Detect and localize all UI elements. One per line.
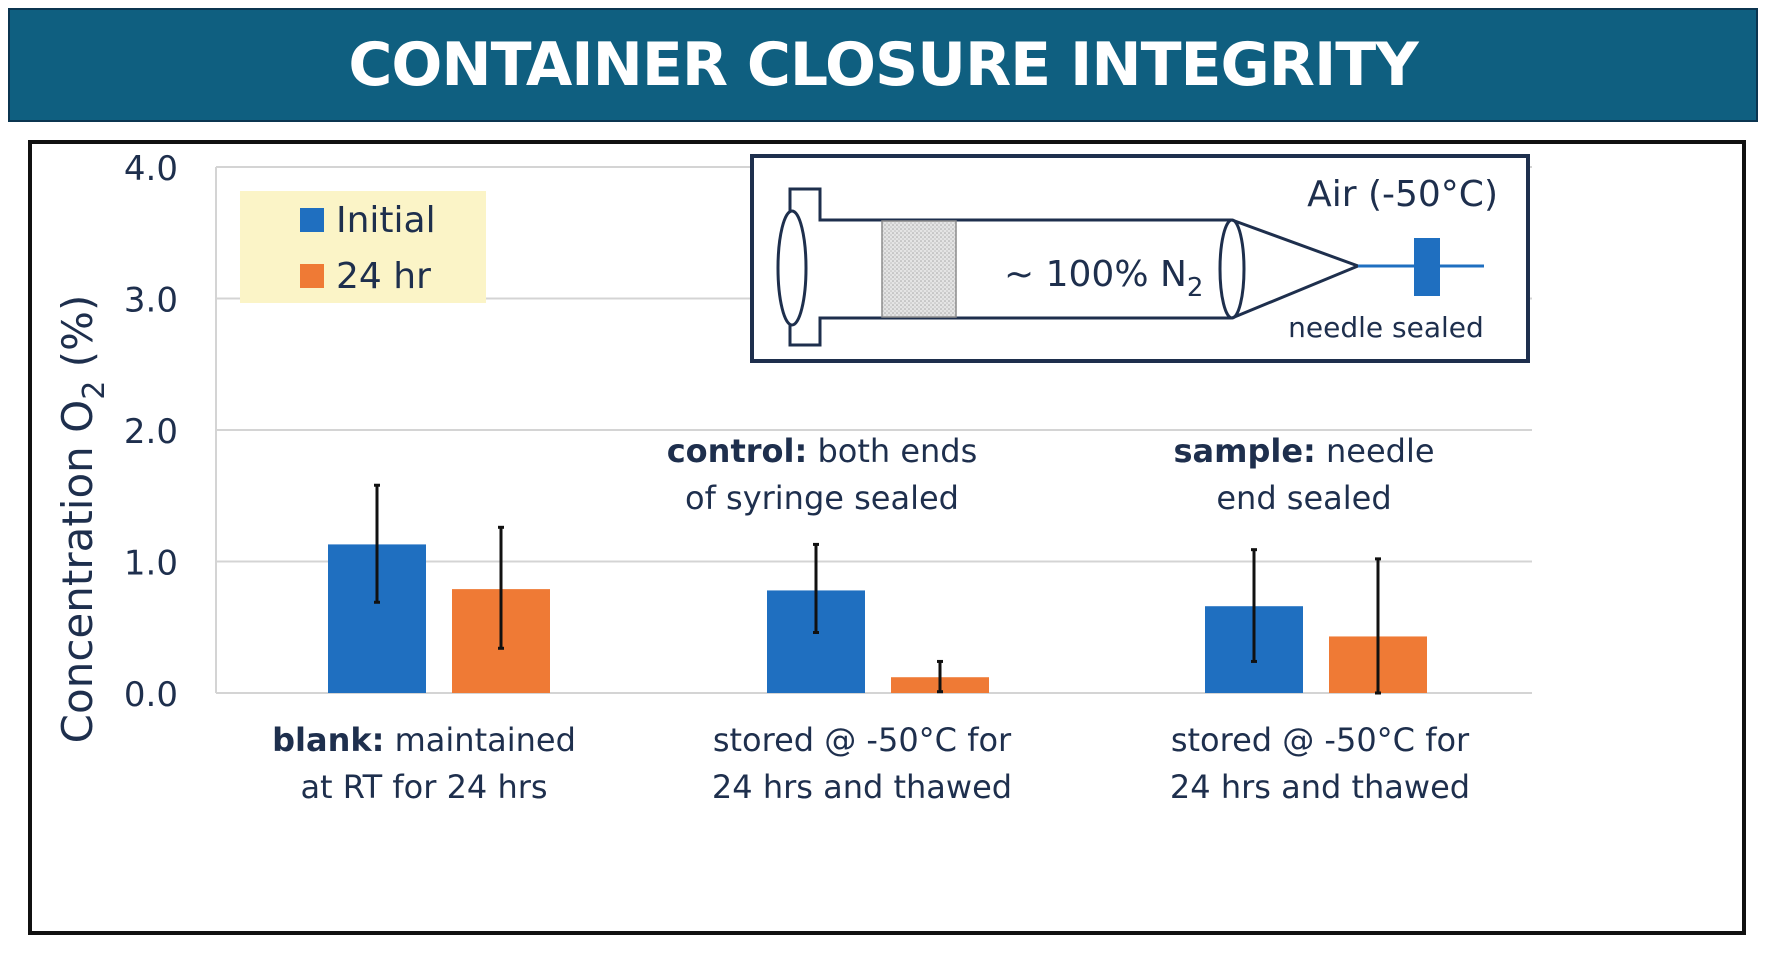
stopper bbox=[881, 220, 957, 318]
needle-seal bbox=[1414, 238, 1440, 296]
syringe-diagram: Air (-50°C) ~ 100% N2 needle sealed bbox=[750, 154, 1530, 363]
sample-annotation: sample: needle bbox=[1173, 432, 1434, 470]
control-annotation: of syringe sealed bbox=[685, 479, 959, 517]
legend-label: 24 hr bbox=[336, 256, 431, 297]
y-tick-label: 0.0 bbox=[124, 675, 178, 715]
y-tick-label: 1.0 bbox=[124, 544, 178, 584]
y-axis-label: Concentration O2 (%) bbox=[53, 295, 112, 744]
y-tick-label: 2.0 bbox=[124, 412, 178, 452]
y-axis: 0.0 1.0 2.0 3.0 4.0 bbox=[124, 149, 178, 715]
category-labels: blank: maintained at RT for 24 hrs stored … bbox=[272, 721, 1470, 806]
needle-sealed-label: needle sealed bbox=[1288, 311, 1484, 344]
category-label-control: 24 hrs and thawed bbox=[712, 768, 1012, 806]
plunger-end bbox=[776, 209, 808, 327]
y-tick-label: 3.0 bbox=[124, 281, 178, 321]
chart-svg: 0.0 1.0 2.0 3.0 4.0 Concentration O2 (%) Ini… bbox=[53, 149, 1532, 806]
legend-box bbox=[240, 191, 486, 303]
legend-swatch bbox=[300, 208, 324, 232]
legend: Initial 24 hr bbox=[240, 191, 486, 303]
legend-swatch bbox=[300, 264, 324, 288]
n2-label: ~ 100% N2 bbox=[1004, 254, 1203, 303]
category-label-control: stored @ -50°C for bbox=[713, 721, 1012, 759]
air-label: Air (-50°C) bbox=[1307, 174, 1498, 215]
sample-annotation: end sealed bbox=[1216, 479, 1391, 517]
y-tick-label: 4.0 bbox=[124, 149, 178, 189]
page-title: CONTAINER CLOSURE INTEGRITY bbox=[348, 30, 1418, 100]
title-banner: CONTAINER CLOSURE INTEGRITY bbox=[8, 8, 1758, 122]
control-annotation: control: both ends bbox=[667, 432, 978, 470]
chart-panel: 0.0 1.0 2.0 3.0 4.0 Concentration O2 (%) Ini… bbox=[28, 140, 1746, 935]
annotations: control: both ends of syringe sealed sampl… bbox=[667, 432, 1435, 517]
category-label-sample: stored @ -50°C for bbox=[1171, 721, 1470, 759]
category-label-blank: blank: maintained bbox=[272, 721, 576, 759]
bars bbox=[328, 483, 1427, 695]
barrel-end bbox=[1218, 218, 1246, 320]
category-label-sample: 24 hrs and thawed bbox=[1170, 768, 1470, 806]
category-label-blank: at RT for 24 hrs bbox=[300, 768, 547, 806]
legend-label: Initial bbox=[336, 200, 436, 241]
